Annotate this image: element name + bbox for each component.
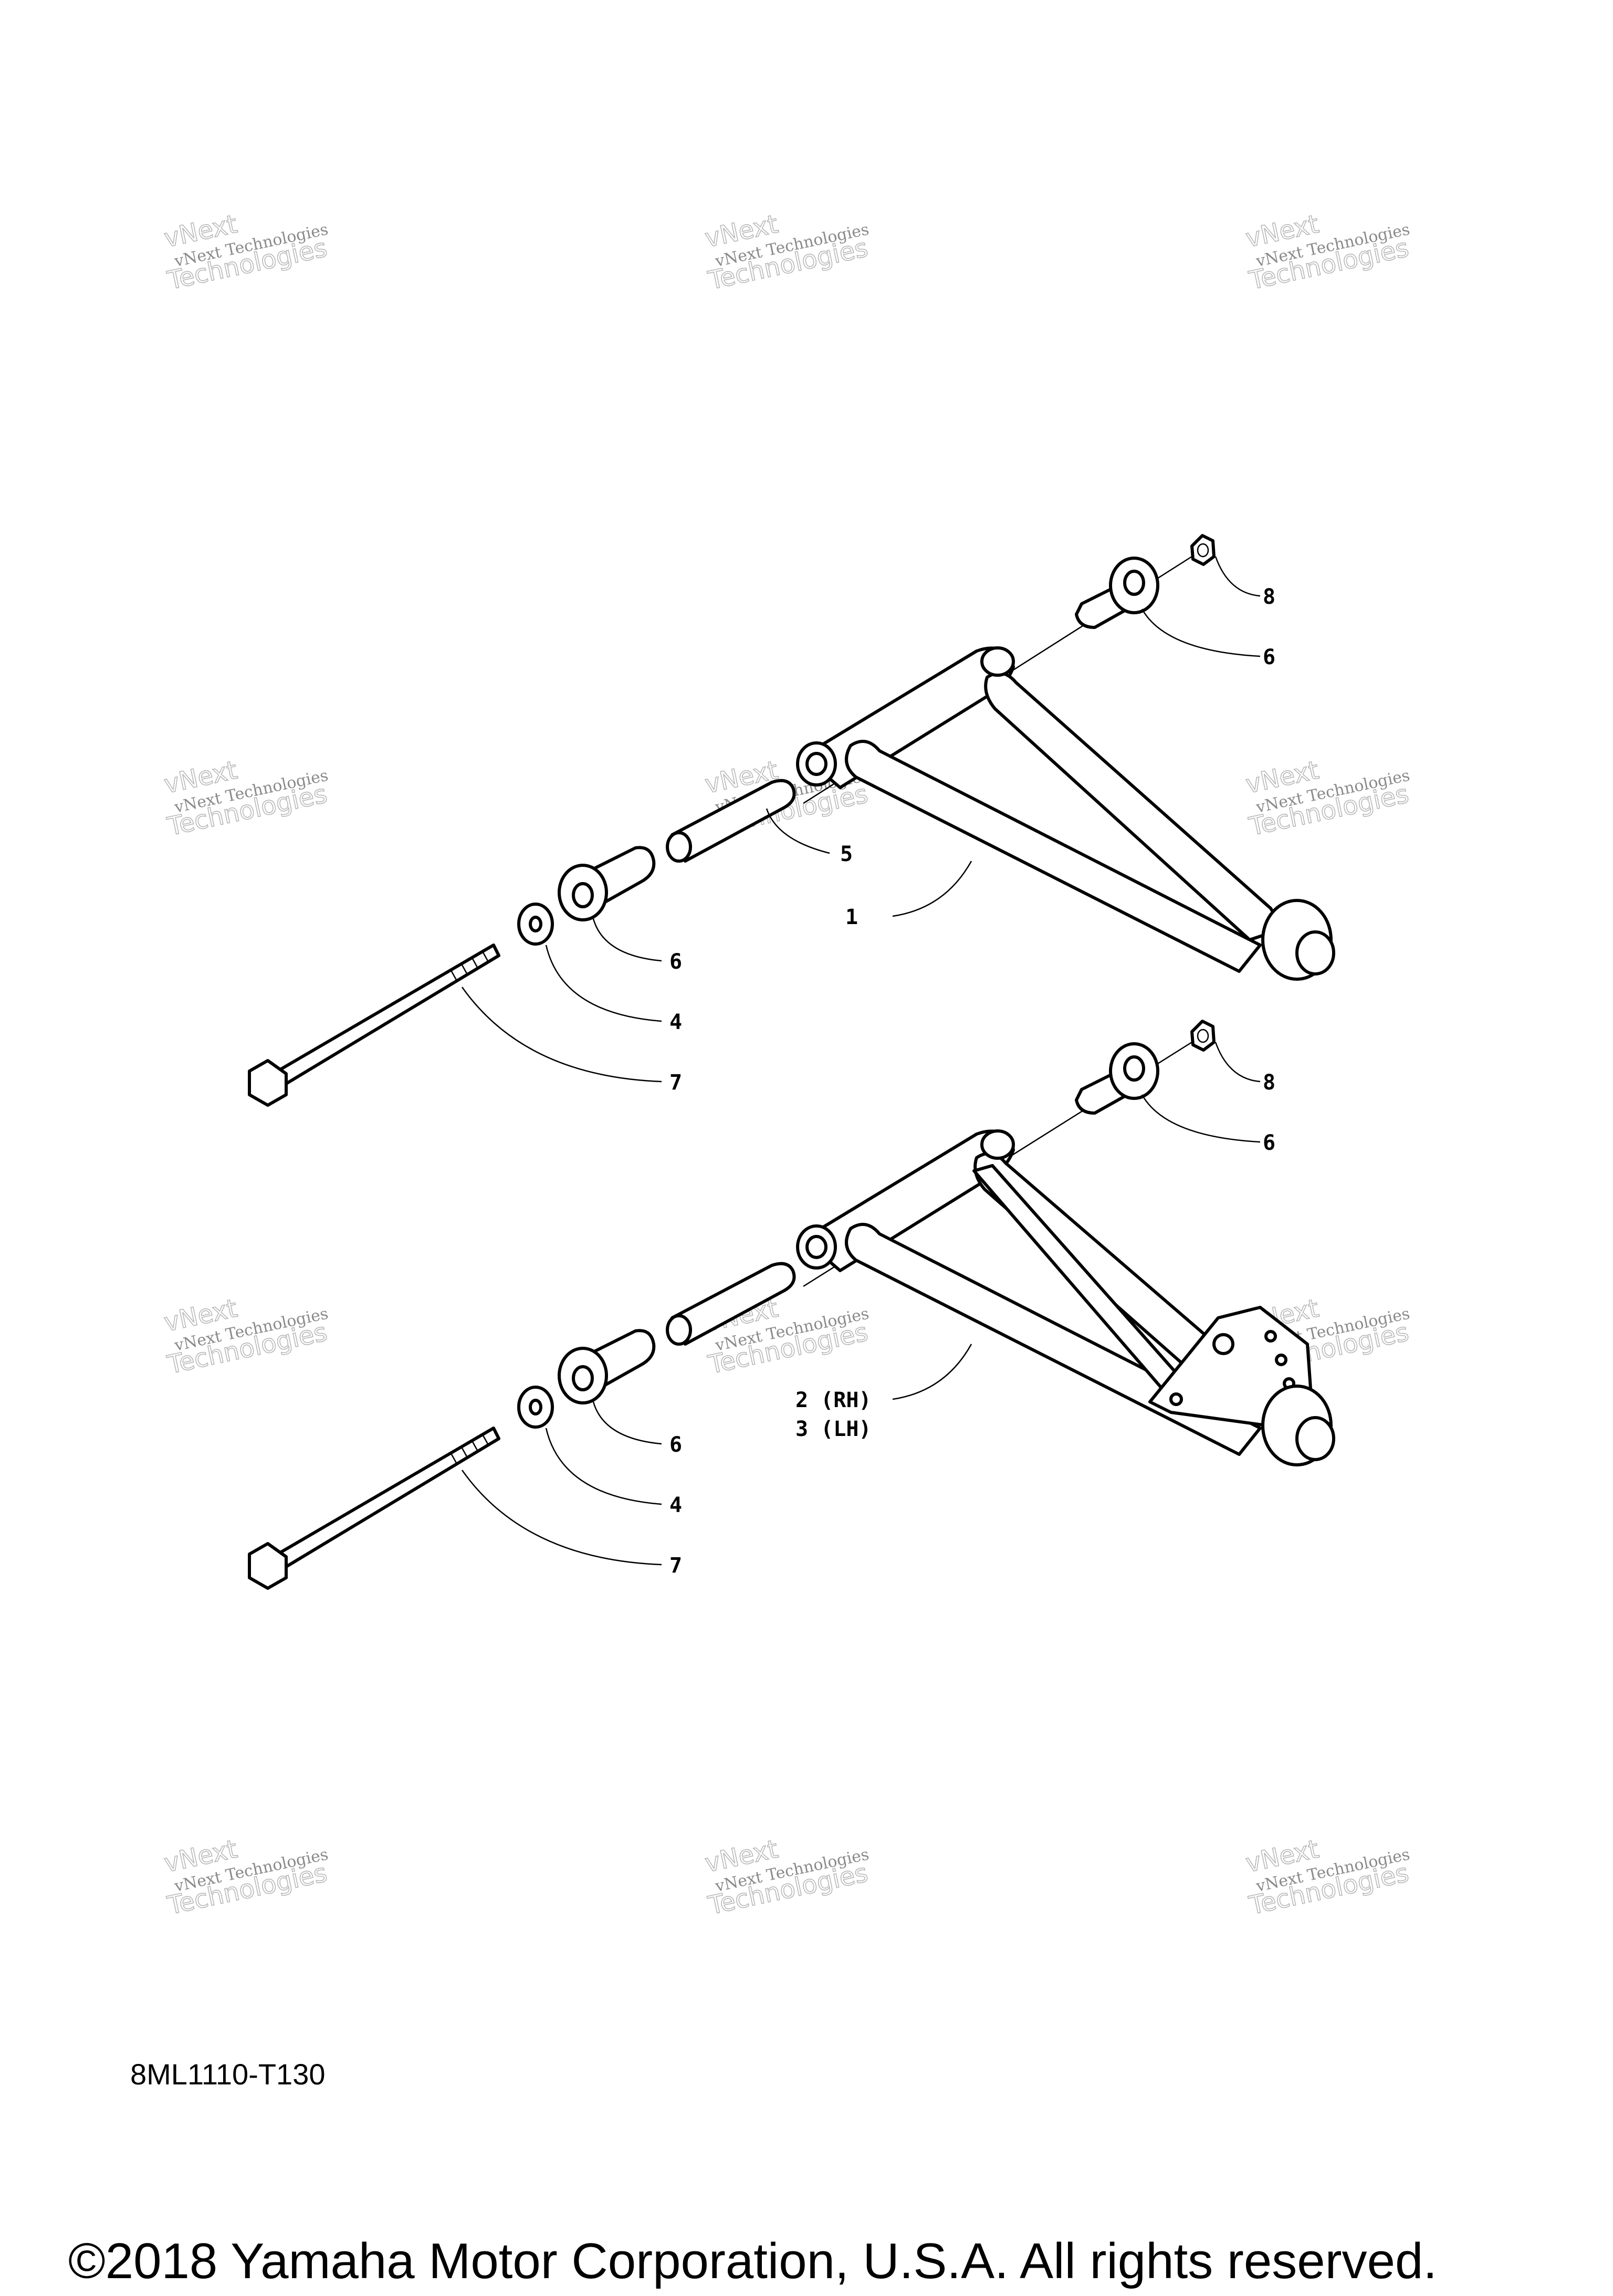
watermark-grid: vNext vNext Technologies Technologies vN…	[161, 209, 1412, 1921]
leader-line	[592, 918, 662, 962]
callout-8: 8	[1263, 585, 1275, 609]
leader-line	[892, 861, 972, 917]
leader-line	[461, 1470, 662, 1566]
leader-line	[545, 945, 662, 1022]
collar	[666, 1262, 796, 1346]
diagram-code: 8ML1110-T130	[130, 2058, 326, 2091]
bolt-part-7	[248, 1427, 500, 1590]
lower-arm-assembly: 8 6 2 (RH) 3 (LH) 6 4 7	[248, 1020, 1335, 1590]
callout-1: 1	[845, 905, 858, 929]
bushing-part-6-right	[1075, 1042, 1159, 1115]
watermark: vNext vNext Technologies Technologies	[161, 209, 330, 296]
watermark: vNext vNext Technologies Technologies	[702, 209, 871, 296]
callout-3-lh: 3 (LH)	[795, 1417, 872, 1441]
callout-4: 4	[669, 1493, 682, 1517]
watermark: vNext vNext Technologies Technologies	[1243, 209, 1412, 296]
watermark: vNext vNext Technologies Technologies	[1243, 755, 1412, 842]
callout-7: 7	[669, 1071, 682, 1095]
callout-5: 5	[840, 842, 853, 866]
callout-4: 4	[669, 1010, 682, 1034]
watermark: vNext vNext Technologies Technologies	[161, 1293, 330, 1380]
bolt-part-7	[248, 943, 500, 1107]
nut-part-8	[1190, 534, 1216, 566]
callout-8: 8	[1263, 1071, 1275, 1095]
washer-part-4	[517, 1386, 554, 1429]
callout-2-rh: 2 (RH)	[795, 1388, 872, 1412]
collar-part-5	[666, 779, 796, 863]
callout-6: 6	[669, 1433, 682, 1457]
leader-line	[545, 1428, 662, 1505]
bushing-part-6-right	[1075, 557, 1159, 629]
upper-arm-assembly: 8 6 5 1 6 4 7	[248, 534, 1335, 1107]
leader-line	[592, 1401, 662, 1445]
callout-6: 6	[1263, 645, 1275, 669]
leader-line	[1214, 1042, 1261, 1083]
watermark: vNext vNext Technologies Technologies	[1243, 1834, 1412, 1921]
a-arm-part-1	[796, 646, 1335, 981]
a-arm-part-2-3	[796, 1129, 1335, 1466]
callout-7: 7	[669, 1554, 682, 1578]
leader-line	[1214, 556, 1261, 597]
watermark: vNext vNext Technologies Technologies	[161, 1834, 330, 1921]
nut-part-8	[1190, 1020, 1216, 1052]
washer-part-4	[517, 903, 554, 946]
leader-line	[892, 1344, 972, 1400]
leader-line	[1141, 1094, 1261, 1143]
callout-6: 6	[669, 950, 682, 974]
bushing-part-6-left	[558, 846, 656, 921]
leader-line	[766, 808, 830, 854]
copyright-notice: ©2018 Yamaha Motor Corporation, U.S.A. A…	[68, 2233, 1438, 2289]
watermark: vNext vNext Technologies Technologies	[161, 755, 330, 842]
bushing-part-6-left	[558, 1329, 656, 1404]
watermark: vNext vNext Technologies Technologies	[702, 1834, 871, 1921]
leader-line	[1141, 609, 1261, 657]
callout-6: 6	[1263, 1131, 1275, 1155]
leader-line	[461, 987, 662, 1083]
